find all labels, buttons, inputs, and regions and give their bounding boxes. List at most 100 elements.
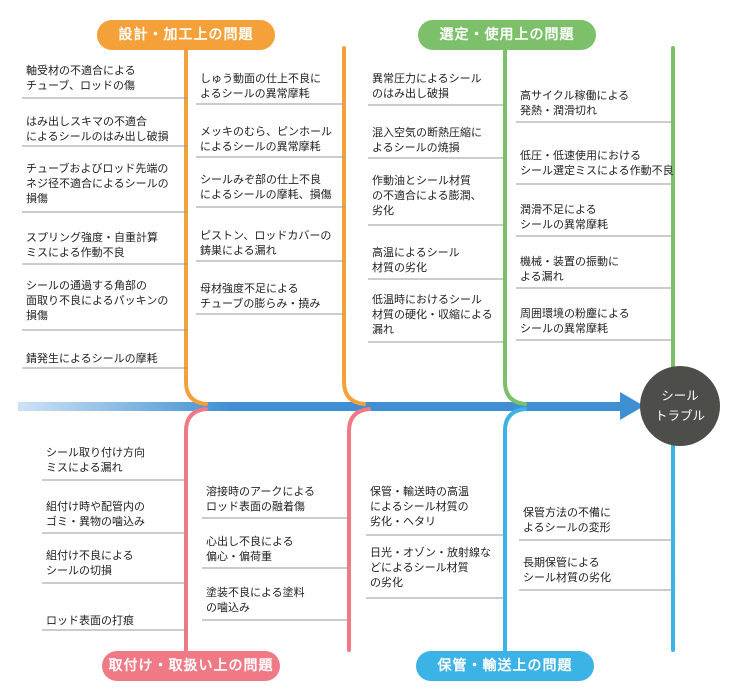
cause-text-line: 劣化・ヘタリ <box>370 515 436 528</box>
cause-text-line: 高サイクル稼働による <box>520 89 630 102</box>
category-label-3: 取付け・取扱い上の問題 <box>102 651 280 681</box>
cause-text-line: シールの切損 <box>46 564 112 577</box>
cause-text-line: によるシールのはみ出し破損 <box>26 130 169 143</box>
cause-item: 心出し不良による偏心・偏荷重 <box>206 534 294 564</box>
cause-text-line: ロッド表面の打痕 <box>46 614 134 627</box>
cause-item: 混入空気の断熱圧縮によるシールの焼損 <box>372 125 482 155</box>
cause-text-line: 潤滑不足による <box>520 203 597 216</box>
category-bone-2-1 <box>503 46 527 406</box>
cause-item: ピストン、ロッドカバーの鋳巣による漏れ <box>200 228 331 258</box>
cause-text-line: 錆発生によるシールの摩耗 <box>26 352 158 365</box>
cause-item: 長期保管によるシール材質の劣化 <box>523 555 611 585</box>
cause-text-line: のはみ出し破損 <box>372 87 449 100</box>
cause-text-line: ピストン、ロッドカバーの <box>200 229 332 242</box>
cause-item: しゅう動面の仕上不良によるシールの異常摩耗 <box>200 71 321 101</box>
cause-text-line: 鋳巣による漏れ <box>200 244 277 257</box>
cause-text-line: 作動油とシール材質 <box>372 174 471 187</box>
cause-item: 溶接時のアークによるロッド表面の融着傷 <box>206 484 315 514</box>
cause-item: スプリング強度・自重計算ミスによる作動不良 <box>26 230 158 260</box>
cause-text-line: よるシールの変形 <box>523 521 611 534</box>
cause-text-line: 発熱・潤滑切れ <box>520 104 597 117</box>
cause-item: 塗装不良による塗料の噛込み <box>206 585 305 615</box>
cause-item: シール取り付け方向ミスによる漏れ <box>46 445 145 475</box>
cause-text-line: 高温によるシール <box>372 246 460 259</box>
cause-text-line: スプリング強度・自重計算 <box>26 231 158 244</box>
cause-text-line: 劣化 <box>372 204 394 217</box>
cause-text-line: ミスによる漏れ <box>46 461 123 474</box>
cause-text-line: よる漏れ <box>520 270 564 283</box>
cause-text-line: 偏心・偏荷重 <box>206 550 272 563</box>
cause-text-line: の不適合による膨潤、 <box>372 189 482 202</box>
cause-item: メッキのむら、ピンホールによるシールの異常摩耗 <box>200 124 332 154</box>
cause-item: 日光・オゾン・放射線などによるシール材質の劣化 <box>370 545 491 590</box>
cause-text-line: ネジ径不適合によるシールの <box>26 177 169 190</box>
cause-text-line: しゅう動面の仕上不良に <box>200 72 321 85</box>
cause-text-line: 低圧・低速使用における <box>520 149 641 162</box>
cause-item: ロッド表面の打痕 <box>46 613 134 628</box>
cause-text-line: 面取り不良によるパッキンの <box>26 294 169 307</box>
cause-text-line: 損傷 <box>26 192 48 205</box>
cause-text-line: 日光・オゾン・放射線な <box>370 546 491 559</box>
cause-text-line: チューブの膨らみ・撓み <box>200 297 321 310</box>
cause-item: 組付け時や配管内のゴミ・異物の噛込み <box>46 499 145 529</box>
cause-text-line: の劣化 <box>370 576 403 589</box>
cause-item: はみ出しスキマの不適合によるシールのはみ出し破損 <box>26 114 169 144</box>
cause-text-line: 周囲環境の粉塵による <box>520 307 630 320</box>
cause-item: 軸受材の不適合によるチューブ、ロッドの傷 <box>26 63 136 93</box>
cause-text-line: よるシールの焼損 <box>372 141 460 154</box>
cause-text-line: どによるシール材質 <box>370 561 469 574</box>
cause-text-line: シールの異常摩耗 <box>520 218 608 231</box>
cause-text-line: の噛込み <box>206 601 250 614</box>
cause-item: 組付け不良によるシールの切損 <box>46 548 134 578</box>
cause-text-line: 心出し不良による <box>206 535 294 548</box>
cause-text-line: によるシールの異常摩耗 <box>200 140 321 153</box>
cause-text-line: 漏れ <box>372 323 394 336</box>
cause-text-line: 組付け不良による <box>46 549 134 562</box>
cause-text-line: 材質の硬化・収縮による <box>372 308 493 321</box>
cause-item: シールみぞ部の仕上不良によるシールの摩耗、損傷 <box>200 172 332 202</box>
cause-text-line: チューブ、ロッドの傷 <box>26 79 136 92</box>
cause-item: 異常圧力によるシールのはみ出し破損 <box>372 71 482 101</box>
result-line-2: トラブル <box>654 408 705 423</box>
cause-text-line: 材質の劣化 <box>372 261 427 274</box>
cause-text-line: 溶接時のアークによる <box>206 485 316 498</box>
category-bone-2-2 <box>671 46 695 406</box>
category-bone-1-2 <box>342 46 366 406</box>
cause-text-line: によるシールの摩耗、損傷 <box>200 188 332 201</box>
result-line-1: シール <box>661 388 699 403</box>
cause-text-line: 組付け時や配管内の <box>46 500 145 513</box>
category-bone-3-2 <box>347 407 371 652</box>
cause-item: 高サイクル稼働による発熱・潤滑切れ <box>520 88 629 118</box>
cause-text-line: ミスによる作動不良 <box>26 246 125 259</box>
cause-text-line: 混入空気の断熱圧縮に <box>372 126 482 139</box>
cause-text-line: 長期保管による <box>523 556 600 569</box>
cause-text-line: チューブおよびロッド先端の <box>26 162 169 175</box>
result-circle: シール トラブル <box>640 366 720 446</box>
cause-text-line: よるシールの異常摩耗 <box>200 87 310 100</box>
cause-item: 保管方法の不備によるシールの変形 <box>523 505 611 535</box>
main-spine <box>18 402 630 411</box>
category-bone-1-1 <box>184 46 208 406</box>
cause-text-line: 軸受材の不適合による <box>26 64 136 77</box>
cause-text-line: シール材質の劣化 <box>523 571 611 584</box>
cause-item: 保管・輸送時の高温によるシール材質の劣化・ヘタリ <box>370 484 469 529</box>
cause-text-line: シールの異常摩耗 <box>520 322 608 335</box>
cause-text-line: 保管方法の不備に <box>523 506 611 519</box>
cause-item: シールの通過する角部の面取り不良によるパッキンの損傷 <box>26 278 168 323</box>
cause-item: 作動油とシール材質の不適合による膨潤、劣化 <box>372 173 482 218</box>
cause-text-line: メッキのむら、ピンホール <box>200 125 332 138</box>
spine-arrowhead <box>620 392 644 420</box>
cause-text-line: 保管・輸送時の高温 <box>370 485 469 498</box>
cause-item: 潤滑不足によるシールの異常摩耗 <box>520 202 608 232</box>
cause-item: 高温によるシール材質の劣化 <box>372 245 460 275</box>
cause-text-line: 機械・装置の振動に <box>520 255 619 268</box>
cause-text-line: 損傷 <box>26 309 48 322</box>
cause-item: 母材強度不足によるチューブの膨らみ・撓み <box>200 281 320 311</box>
cause-item: 錆発生によるシールの摩耗 <box>26 351 158 366</box>
cause-text-line: はみ出しスキマの不適合 <box>26 115 147 128</box>
cause-text-line: シールみぞ部の仕上不良 <box>200 173 321 186</box>
cause-text-line: 異常圧力によるシール <box>372 72 482 85</box>
category-bone-4-1 <box>503 407 527 652</box>
cause-item: 低温時におけるシール材質の硬化・収縮による漏れ <box>372 292 493 337</box>
